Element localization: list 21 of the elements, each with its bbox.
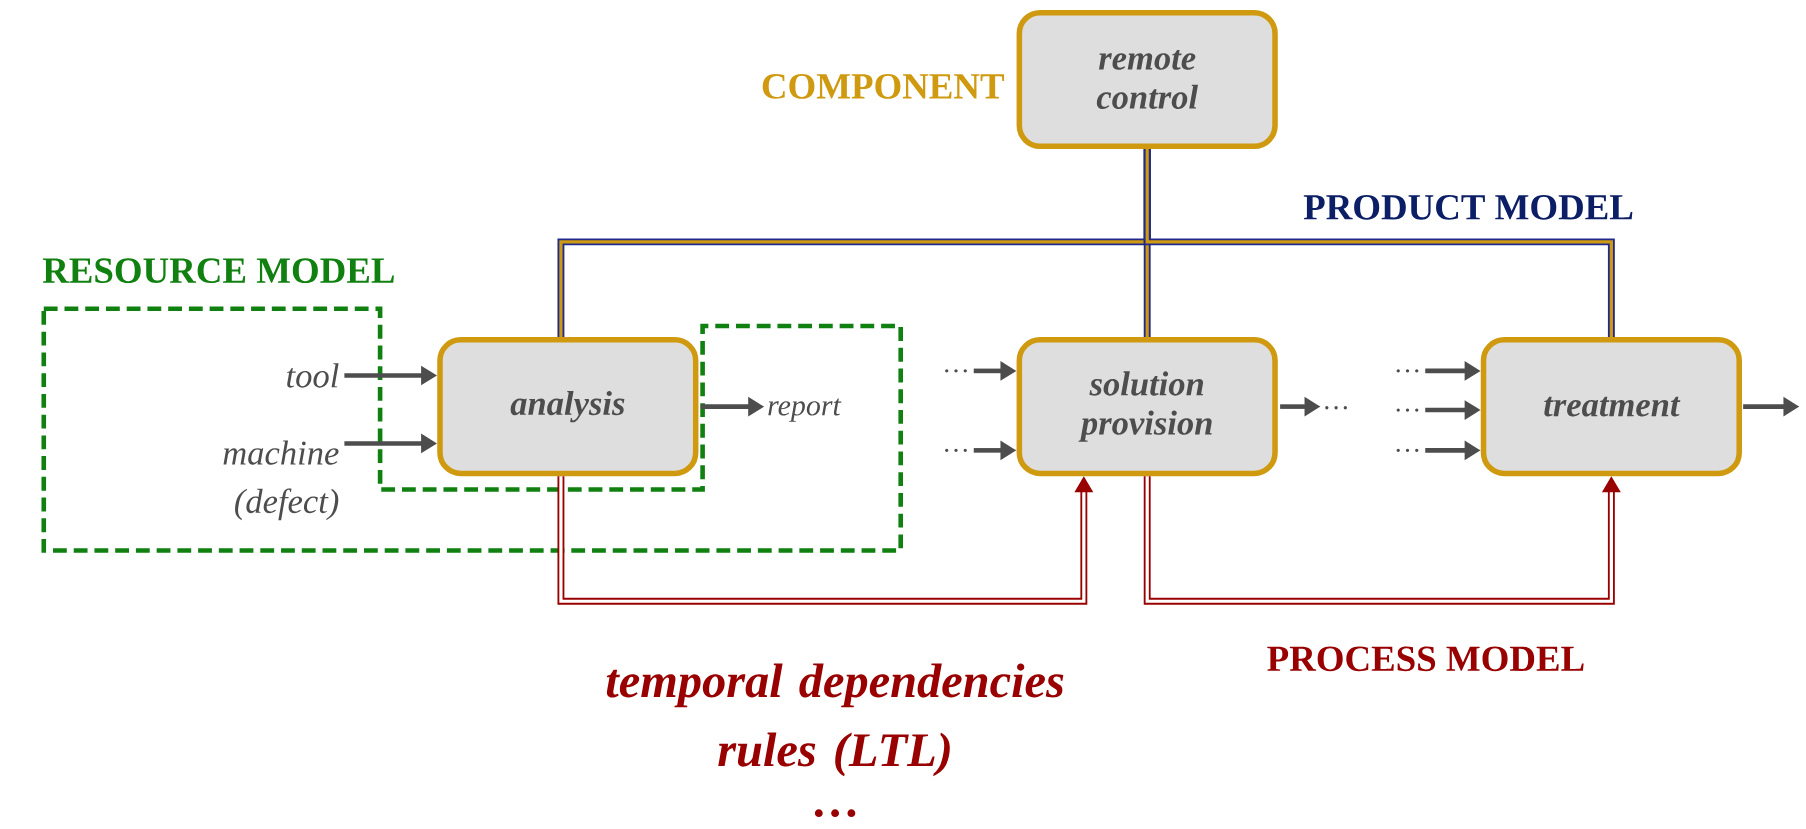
ellipsis: … [1396, 408, 1419, 412]
process-box: treatment [1480, 336, 1742, 477]
ellipsis: … [945, 369, 967, 373]
model-label: … [814, 809, 856, 817]
component-label: COMPONENT [762, 73, 1005, 99]
process-box: analysis [437, 336, 699, 477]
ellipsis: … [1396, 369, 1419, 373]
model-label: RESOURCE MODEL [42, 258, 394, 283]
process-box: remote control [1016, 9, 1278, 149]
output-label: report [768, 398, 842, 422]
model-label: PRODUCT MODEL [1303, 194, 1633, 220]
connector [1143, 476, 1621, 605]
ellipsis: … [1396, 448, 1419, 452]
input-label: tool [287, 363, 339, 388]
model-label: temporal dependencies rules (LTL) [606, 663, 1064, 777]
process-box: solution provision [1016, 336, 1278, 477]
ellipsis: … [945, 448, 967, 452]
input-label: machine (defect) [223, 440, 339, 521]
connector [1143, 148, 1615, 337]
model-label: PROCESS MODEL [1267, 646, 1584, 672]
ellipsis: … [1325, 405, 1347, 410]
